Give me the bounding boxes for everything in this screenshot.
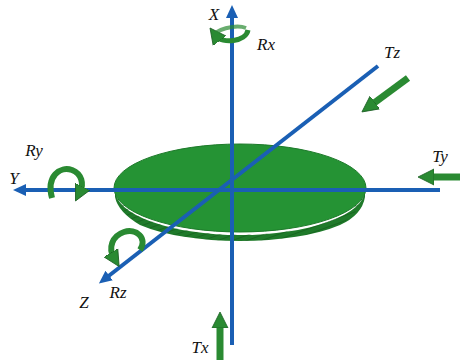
axis-label: Tz — [384, 44, 400, 61]
y-axis — [22, 188, 440, 192]
translation-arrow — [370, 78, 408, 106]
rotation-arrow-back — [216, 27, 246, 36]
axis-label: Ty — [432, 148, 448, 165]
z-axis — [106, 66, 378, 278]
axis-label: Y — [9, 170, 18, 187]
axis-label: Ry — [25, 142, 43, 159]
axis-label: Tx — [192, 339, 209, 356]
axis-label: Rx — [257, 36, 275, 53]
axis-label: X — [209, 6, 219, 23]
translation-arrow — [428, 174, 460, 181]
axis-label: Rz — [110, 284, 127, 301]
rotation-arrow — [111, 231, 142, 258]
axis-label: Z — [79, 294, 88, 311]
rotation-arrow — [51, 169, 82, 198]
translation-arrow — [217, 322, 224, 360]
